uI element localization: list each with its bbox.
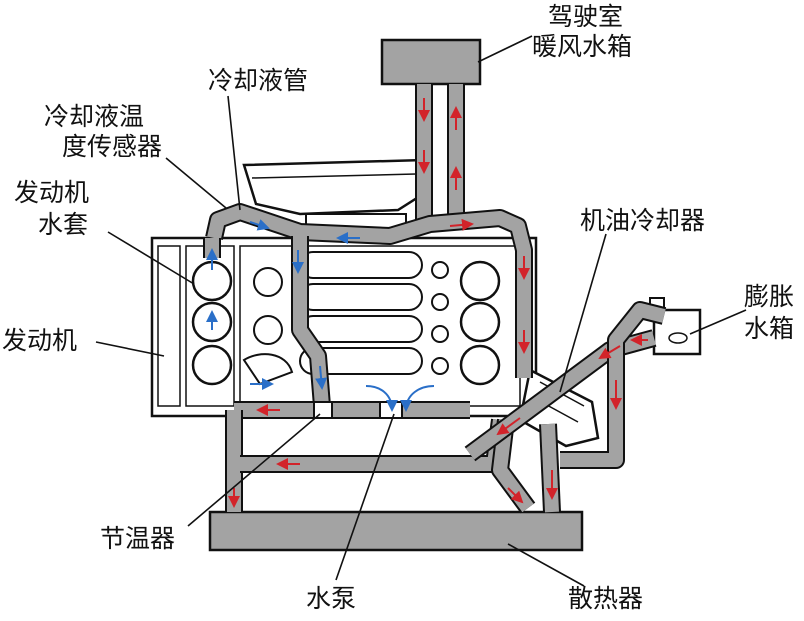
- thermostat-label: 节温器: [100, 524, 176, 553]
- manifold-detail: [242, 261, 449, 386]
- engine-water-jacket-label-line1: 发动机: [14, 178, 90, 207]
- leader-lines: [95, 35, 747, 587]
- expansion-tank-label-line2: 水箱: [744, 314, 795, 343]
- coolant-pipe-label: 冷却液管: [208, 66, 309, 95]
- radiator: [208, 510, 584, 552]
- cab-heater-core-label-line1: 驾驶室: [548, 2, 624, 31]
- engine-label: 发动机: [2, 326, 78, 355]
- engine-water-jacket-label-line2: 水套: [38, 210, 89, 239]
- cold-flow-arrows: [206, 219, 435, 412]
- thermostat: [313, 401, 333, 419]
- water-pump-label: 水泵: [306, 584, 357, 613]
- coolant-temp-sensor-label-line2: 度传感器: [62, 132, 163, 161]
- cab-heater-core: [380, 38, 482, 86]
- cab-heater-core-label-line2: 暖风水箱: [532, 32, 633, 61]
- expansion-tank-label-line1: 膨胀: [744, 282, 795, 311]
- coolant-temp-sensor-label-line1: 冷却液温: [44, 102, 145, 131]
- hot-flow-arrows: [228, 98, 648, 508]
- oil-cooler-label: 机油冷却器: [580, 206, 706, 235]
- engine-block: [150, 158, 538, 418]
- radiator-label: 散热器: [568, 584, 644, 613]
